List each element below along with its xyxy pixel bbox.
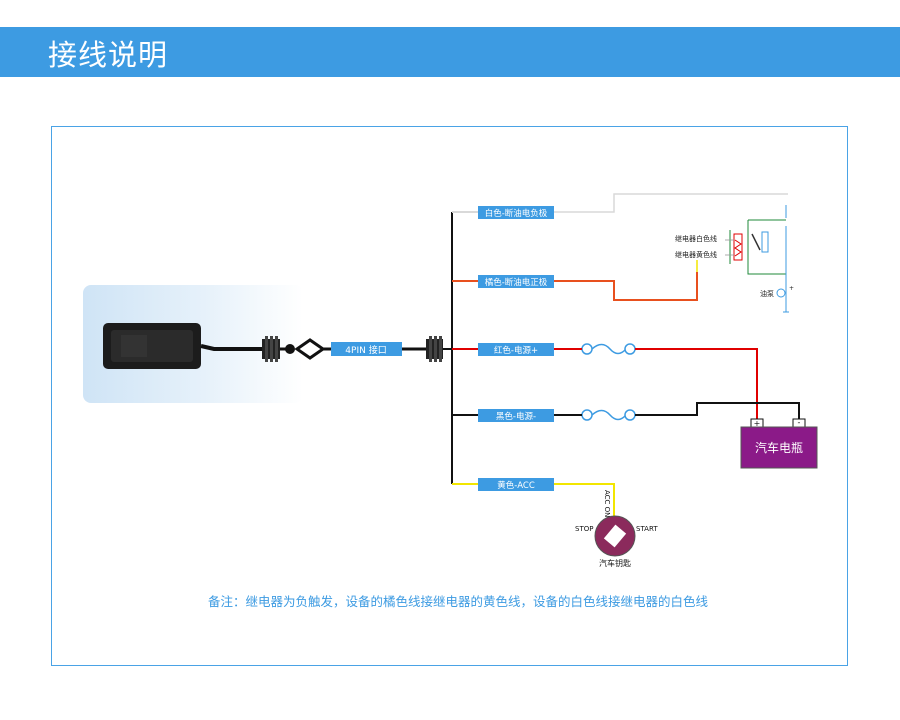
red-wire bbox=[635, 348, 758, 420]
connector-plug-right bbox=[426, 336, 443, 362]
fuse-red bbox=[581, 343, 636, 355]
wire-label-4: 黄色-ACC bbox=[497, 480, 535, 491]
connector-label-box bbox=[331, 342, 402, 356]
car-battery: + - 汽车电瓶 bbox=[740, 418, 818, 469]
page-title: 接线说明 bbox=[48, 38, 169, 72]
battery-body bbox=[740, 426, 818, 469]
yellow-wire bbox=[554, 483, 615, 516]
black-wire bbox=[635, 402, 800, 420]
acc-on-label: ACC ON bbox=[603, 490, 611, 517]
wire-label-box-1 bbox=[478, 275, 554, 288]
relay bbox=[725, 205, 787, 310]
white-wire bbox=[554, 193, 788, 213]
start-label: START bbox=[636, 525, 658, 533]
connector-label: 4PIN 接口 bbox=[345, 344, 386, 356]
wire-label-box-2 bbox=[478, 343, 554, 356]
diagram-frame bbox=[51, 126, 848, 666]
wire-label-box-0 bbox=[478, 206, 554, 219]
gps-tracker-device bbox=[103, 323, 201, 369]
wire-label-1: 橘色-断油电正极 bbox=[485, 277, 548, 288]
header-bar: 接线说明 bbox=[0, 27, 900, 77]
ignition-key-switch bbox=[594, 515, 636, 557]
svg-text:+: + bbox=[789, 285, 794, 292]
wire-label-3: 黑色-电源- bbox=[496, 411, 536, 422]
wire-label-0: 白色-断油电负极 bbox=[485, 208, 548, 219]
relay-white-wire-label: 继电器白色线 bbox=[675, 234, 717, 243]
wire-label-box-3 bbox=[478, 409, 554, 422]
fuel-pump-label: 油泵 bbox=[760, 289, 774, 298]
stop-label: STOP bbox=[575, 525, 593, 533]
battery-plus-label: + bbox=[754, 419, 761, 428]
relay-coil bbox=[733, 233, 743, 261]
fuel-pump-icon: + bbox=[776, 285, 794, 313]
wiring-note: 备注：继电器为负触发，设备的橘色线接继电器的黄色线，设备的白色线接继电器的白色线 bbox=[208, 594, 709, 609]
fuse-black bbox=[581, 409, 636, 421]
connector-plug-left bbox=[262, 336, 280, 362]
ignition-key-label: 汽车钥匙 bbox=[599, 558, 631, 568]
orange-wire bbox=[554, 272, 698, 301]
wire-label-box-4 bbox=[478, 478, 554, 491]
wire-label-2: 红色-电源+ bbox=[494, 345, 538, 356]
device-cable bbox=[200, 344, 266, 351]
connector-dot-icon bbox=[285, 344, 295, 354]
battery-label: 汽车电瓶 bbox=[755, 440, 803, 455]
battery-minus-label: - bbox=[798, 418, 801, 427]
relay-yellow-wire-label: 继电器黄色线 bbox=[675, 250, 717, 259]
